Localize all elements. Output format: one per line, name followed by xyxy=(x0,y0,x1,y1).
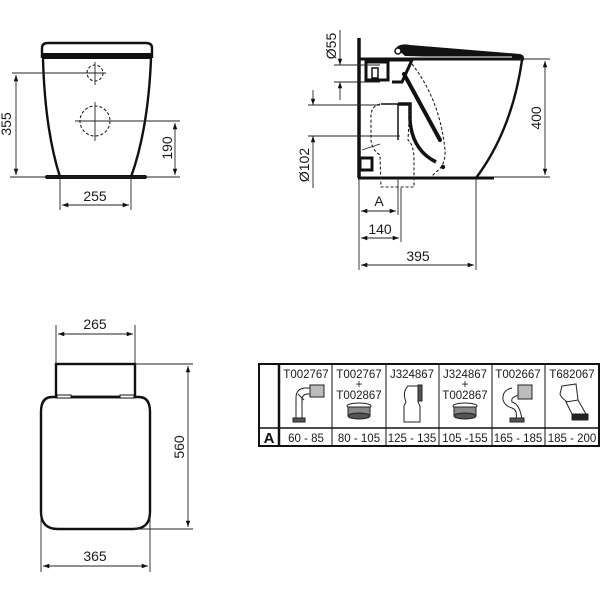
bowl-outer-curve xyxy=(475,59,524,179)
trap-dashed-outline xyxy=(411,63,446,179)
row-label-a: A xyxy=(264,430,275,447)
cistern-outline xyxy=(54,362,137,399)
offset-pan-connector-icon xyxy=(403,384,423,423)
flexible-connector-icon xyxy=(559,383,589,421)
trap-wall-upper xyxy=(402,72,442,142)
dim-400-label: 400 xyxy=(528,106,544,130)
dim-o102-label: Ø102 xyxy=(296,148,312,182)
dim-365-label: 365 xyxy=(83,548,107,564)
col-plus: + xyxy=(462,379,469,391)
outlet-connector-dashed xyxy=(370,103,415,188)
col-code: T002767 xyxy=(336,369,381,381)
dim-140-label: 140 xyxy=(368,221,392,237)
lid-band xyxy=(42,53,152,59)
body-right-edge xyxy=(129,58,153,178)
col-code: J324867 xyxy=(390,369,434,381)
col-code: J324867 xyxy=(443,369,487,381)
dim-255-label: 255 xyxy=(83,188,107,204)
dim-190-label: 190 xyxy=(159,136,175,160)
table-border xyxy=(258,363,600,447)
col-plus: + xyxy=(356,379,363,391)
seat-outline xyxy=(39,395,152,531)
col-range: 80 - 105 xyxy=(338,433,380,445)
col-range: 60 - 85 xyxy=(288,433,324,445)
s-trap-connector-icon xyxy=(502,384,533,423)
col-code-2: T002867 xyxy=(442,390,487,402)
dim-560-label: 560 xyxy=(171,435,187,459)
col-code: T002667 xyxy=(495,369,540,381)
dim-265-label: 265 xyxy=(83,316,107,332)
col-range: 105 -155 xyxy=(442,433,487,445)
col-range: 185 - 200 xyxy=(548,433,597,445)
seat-lid xyxy=(396,44,524,59)
col-code-2: T002867 xyxy=(336,390,381,402)
dim-a-label: A xyxy=(374,193,384,209)
col-code: T002767 xyxy=(283,369,328,381)
ring-seal-connector-icon xyxy=(452,402,478,420)
dim-395-label: 395 xyxy=(406,248,430,264)
dim-o55-label: Ø55 xyxy=(323,33,339,60)
col-range: 125 - 135 xyxy=(388,433,437,445)
col-code: T682067 xyxy=(549,369,594,381)
lid-outline xyxy=(40,41,154,58)
side-view: Ø55 Ø102 400 A 140 395 xyxy=(296,30,550,270)
body-left-edge xyxy=(41,58,62,178)
elbow-bend-connector-icon xyxy=(292,384,325,423)
front-view: 355 190 255 xyxy=(0,41,180,210)
ring-seal-connector-icon xyxy=(346,402,372,420)
col-range: 165 - 185 xyxy=(494,433,543,445)
top-view: 265 560 365 xyxy=(39,316,193,572)
dim-355-label: 355 xyxy=(0,112,14,136)
connector-table: A T002767 60 - 85 T002767 + T002867 80 -… xyxy=(258,363,600,447)
